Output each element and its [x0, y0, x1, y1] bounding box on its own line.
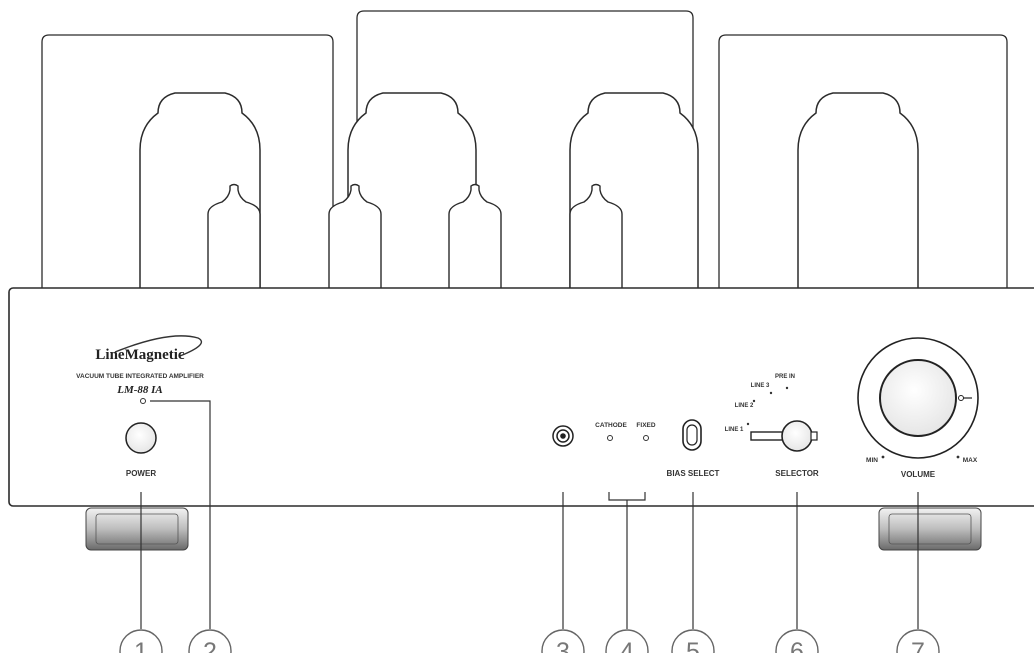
line3-label: LINE 3: [751, 383, 770, 389]
callout-3: 3: [541, 629, 585, 653]
callout-7: 7: [896, 629, 940, 653]
selector-label: SELECTOR: [775, 469, 819, 478]
small-tube-1: [207, 183, 261, 288]
callout-lines: [140, 400, 919, 629]
power-led: [140, 398, 146, 404]
callout-2-number: 2: [203, 638, 217, 653]
volume-max-label: MAX: [963, 457, 978, 464]
line1-label: LINE 1: [725, 427, 744, 433]
cathode-label: CATHODE: [595, 422, 627, 429]
front-panel: [8, 287, 1034, 507]
callout-6: 6: [775, 629, 819, 653]
callout-7-number: 7: [911, 638, 925, 653]
pre-in-label: PRE IN: [775, 374, 795, 380]
left-foot: [85, 507, 189, 551]
selector-knob[interactable]: [750, 420, 818, 452]
small-tube-4: [569, 183, 623, 288]
brand-logo: LineMagnetic VACUUM TUBE INTEGRATED AMPL…: [76, 335, 204, 396]
small-tubes: [207, 183, 623, 288]
bias-select-switch[interactable]: [682, 419, 702, 451]
volume-max-dot: [956, 455, 960, 459]
callouts: 1 2 3 4 5 6 7: [119, 629, 940, 653]
fixed-label: FIXED: [636, 422, 655, 429]
model-number: LM-88 IA: [116, 384, 163, 396]
small-tube-2: [328, 183, 382, 288]
callout-4-number: 4: [620, 638, 634, 653]
input-selector-positions: LINE 1 LINE 2 LINE 3 PRE IN: [725, 374, 795, 433]
callout-3-number: 3: [556, 638, 570, 653]
brand-name: LineMagnetic: [95, 347, 184, 363]
feet: [85, 507, 982, 551]
right-foot: [878, 507, 982, 551]
power-tubes: [139, 92, 919, 288]
small-tube-3: [448, 183, 502, 288]
volume-knob[interactable]: [857, 337, 979, 459]
callout-5-number: 5: [686, 638, 700, 653]
callout-2: 2: [188, 629, 232, 653]
volume-label: VOLUME: [901, 470, 936, 479]
volume-min-label: MIN: [866, 457, 878, 464]
fixed-led: [643, 435, 649, 441]
callout-4: 4: [605, 629, 649, 653]
logo-swoosh: [114, 335, 203, 357]
cathode-led: [607, 435, 613, 441]
headphone-jack[interactable]: [552, 425, 574, 447]
line2-label: LINE 2: [735, 403, 754, 409]
power-label: POWER: [126, 469, 156, 478]
callout-1: 1: [119, 629, 163, 653]
callout-6-number: 6: [790, 638, 804, 653]
power-button[interactable]: [125, 422, 157, 454]
brand-subtitle: VACUUM TUBE INTEGRATED AMPLIFIER: [76, 373, 204, 380]
bias-select-label: BIAS SELECT: [667, 469, 720, 478]
callout-1-number: 1: [134, 638, 148, 653]
power-tube-4: [797, 92, 919, 288]
volume-min-dot: [881, 455, 885, 459]
callout-5: 5: [671, 629, 715, 653]
